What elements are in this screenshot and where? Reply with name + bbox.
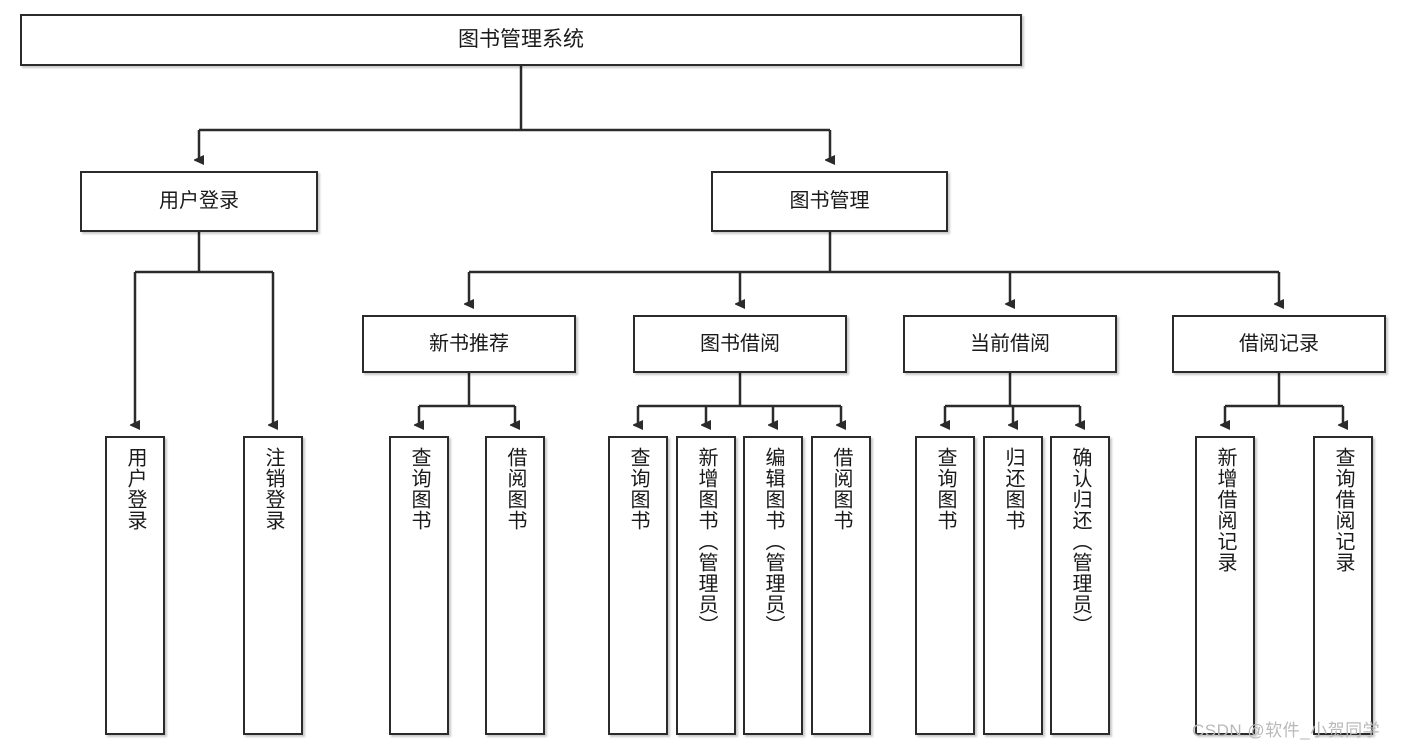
node-leaf-user-login-label: 用户登录	[124, 447, 146, 531]
node-book-manage-label: 图书管理	[789, 190, 870, 212]
node-leaf-add-book-label: 新增图书（管理员）	[695, 447, 717, 636]
node-current-borrow[interactable]: 当前借阅	[903, 315, 1117, 373]
node-leaf-logout-label: 注销登录	[262, 447, 284, 531]
node-book-borrow[interactable]: 图书借阅	[633, 315, 847, 373]
node-leaf-query-book-3[interactable]: 查询图书	[915, 436, 975, 735]
node-leaf-add-book[interactable]: 新增图书（管理员）	[676, 436, 736, 735]
node-leaf-edit-book-label: 编辑图书（管理员）	[762, 447, 784, 636]
node-leaf-edit-book[interactable]: 编辑图书（管理员）	[743, 436, 803, 735]
node-user-login[interactable]: 用户登录	[80, 171, 318, 232]
node-leaf-borrow-book-1-label: 借阅图书	[504, 447, 526, 531]
node-leaf-return-book[interactable]: 归还图书	[983, 436, 1043, 735]
node-root[interactable]: 图书管理系统	[20, 14, 1022, 66]
node-leaf-logout[interactable]: 注销登录	[243, 436, 303, 735]
node-leaf-return-book-label: 归还图书	[1002, 447, 1024, 531]
node-new-book-rec[interactable]: 新书推荐	[362, 315, 576, 373]
node-leaf-borrow-book-1[interactable]: 借阅图书	[485, 436, 545, 735]
node-leaf-query-book-2-label: 查询图书	[627, 447, 649, 531]
node-leaf-add-record[interactable]: 新增借阅记录	[1195, 436, 1255, 735]
node-book-borrow-label: 图书借阅	[700, 332, 780, 355]
node-leaf-borrow-book-2-label: 借阅图书	[830, 447, 852, 531]
node-leaf-query-book-3-label: 查询图书	[934, 447, 956, 531]
node-root-label: 图书管理系统	[458, 27, 584, 51]
node-book-manage[interactable]: 图书管理	[711, 171, 948, 232]
node-new-book-rec-label: 新书推荐	[429, 332, 509, 355]
node-leaf-add-record-label: 新增借阅记录	[1214, 447, 1236, 573]
node-leaf-query-book-1[interactable]: 查询图书	[389, 436, 449, 735]
node-leaf-confirm-return-label: 确认归还（管理员）	[1069, 447, 1091, 636]
node-leaf-query-record[interactable]: 查询借阅记录	[1313, 436, 1373, 735]
node-leaf-query-book-1-label: 查询图书	[408, 447, 430, 531]
node-leaf-query-book-2[interactable]: 查询图书	[608, 436, 668, 735]
node-user-login-label: 用户登录	[159, 190, 239, 212]
node-current-borrow-label: 当前借阅	[970, 332, 1050, 355]
node-leaf-borrow-book-2[interactable]: 借阅图书	[811, 436, 871, 735]
node-borrow-record-label: 借阅记录	[1239, 332, 1319, 355]
node-leaf-confirm-return[interactable]: 确认归还（管理员）	[1050, 436, 1110, 735]
node-borrow-record[interactable]: 借阅记录	[1172, 315, 1386, 373]
node-leaf-query-record-label: 查询借阅记录	[1332, 447, 1354, 573]
csdn-watermark: CSDN @软件_小贺同学	[1192, 721, 1381, 740]
node-leaf-user-login[interactable]: 用户登录	[105, 436, 165, 735]
